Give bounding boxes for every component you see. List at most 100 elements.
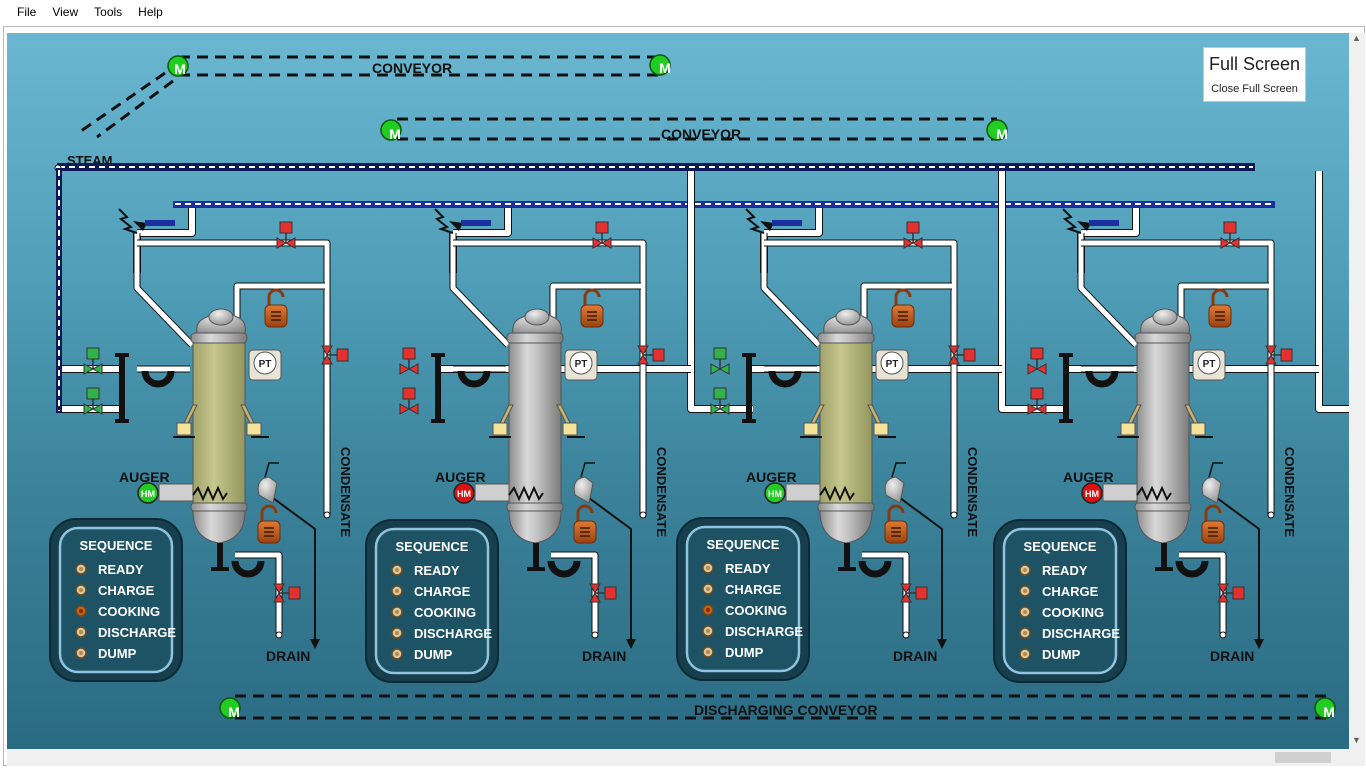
agitator-link: [580, 462, 595, 478]
cooker-vessel[interactable]: [819, 342, 873, 514]
inlet-valve-lower[interactable]: [1027, 387, 1047, 415]
drain-valve[interactable]: [273, 583, 301, 603]
inlet-valve-upper[interactable]: [1027, 347, 1047, 375]
lock-icon[interactable]: [1208, 288, 1232, 328]
sequence-step-label[interactable]: DUMP: [98, 646, 137, 661]
horizontal-scroll-thumb[interactable]: [1275, 752, 1331, 763]
sequence-step-label[interactable]: READY: [725, 561, 771, 576]
sequence-step-label[interactable]: CHARGE: [725, 582, 782, 597]
sequence-step-label[interactable]: COOKING: [98, 604, 160, 619]
bottom-outlet: [217, 543, 223, 571]
sequence-panel-inner: [685, 525, 801, 673]
menu-help[interactable]: Help: [138, 5, 163, 19]
pressure-transmitter-icon[interactable]: PT: [248, 349, 282, 381]
vessel-bottom-dome: [819, 510, 873, 544]
conveyor-mid-motor-right[interactable]: [986, 119, 1008, 141]
inlet-valve-upper[interactable]: [83, 347, 103, 375]
cooker-vessel[interactable]: [192, 342, 246, 514]
pipe: [1179, 552, 1226, 633]
horizontal-scrollbar[interactable]: [7, 749, 1349, 766]
condensate-valve[interactable]: [1265, 345, 1293, 365]
sequence-step-label[interactable]: READY: [414, 563, 460, 578]
sequence-step-label[interactable]: DUMP: [1042, 647, 1081, 662]
inlet-valve-upper[interactable]: [399, 347, 419, 375]
sequence-step-label[interactable]: READY: [98, 562, 144, 577]
close-full-screen-button[interactable]: Close Full Screen: [1211, 83, 1298, 95]
full-screen-button[interactable]: Full Screen: [1208, 54, 1301, 74]
sequence-step-label[interactable]: DISCHARGE: [414, 626, 492, 641]
pipe-outline: [449, 233, 511, 348]
condensate-valve[interactable]: [948, 345, 976, 365]
lock-icon[interactable]: [884, 504, 908, 544]
sequence-step-label[interactable]: DUMP: [414, 647, 453, 662]
auger-motor[interactable]: [137, 482, 159, 504]
sequence-step-label[interactable]: DISCHARGE: [1042, 626, 1120, 641]
sequence-step-label[interactable]: COOKING: [725, 603, 787, 618]
lock-icon[interactable]: [891, 288, 915, 328]
menu-tools[interactable]: Tools: [94, 5, 123, 19]
sequence-step-label[interactable]: DUMP: [725, 645, 764, 660]
vessel-bottom-flange: [817, 502, 875, 512]
pipe: [134, 233, 194, 347]
menu-view[interactable]: View: [52, 5, 79, 19]
drain-line: [895, 494, 943, 645]
indicator-center: [1023, 610, 1027, 614]
inlet-valve-lower[interactable]: [710, 387, 730, 415]
vertical-scrollbar[interactable]: ▲ ▼: [1349, 33, 1365, 749]
discharge-motor-right[interactable]: [1314, 697, 1336, 719]
pressure-transmitter-icon[interactable]: PT: [875, 349, 909, 381]
sequence-step-label[interactable]: COOKING: [414, 605, 476, 620]
lock-icon[interactable]: [580, 288, 604, 328]
scroll-up-icon[interactable]: ▲: [1352, 33, 1361, 43]
auger-motor[interactable]: [453, 482, 475, 504]
pressure-regulator-icon: [745, 208, 765, 234]
sequence-step-label[interactable]: COOKING: [1042, 605, 1104, 620]
indicator-center: [1023, 631, 1027, 635]
vent-valve[interactable]: [276, 221, 296, 249]
auger-screw-icon: [192, 485, 228, 502]
lock-icon[interactable]: [257, 504, 281, 544]
condensate-valve[interactable]: [321, 345, 349, 365]
pressure-transmitter-icon[interactable]: PT: [564, 349, 598, 381]
condensate-valve[interactable]: [637, 345, 665, 365]
steam-trap-icon: [1175, 560, 1209, 578]
discharge-motor-left[interactable]: [219, 697, 241, 719]
pt-dial: [1197, 351, 1221, 375]
drain-label: DRAIN: [1210, 648, 1254, 664]
vent-valve[interactable]: [1220, 221, 1240, 249]
indicator-center: [395, 652, 399, 656]
conveyor-top-motor-right[interactable]: [649, 54, 671, 76]
condensate-end: [950, 511, 958, 519]
conveyor-top-motor-left[interactable]: [167, 55, 189, 77]
lock-icon[interactable]: [1201, 504, 1225, 544]
auger-screw-icon: [508, 485, 544, 502]
vent-valve[interactable]: [592, 221, 612, 249]
menu-file[interactable]: File: [17, 5, 37, 19]
conveyor-mid-motor-left[interactable]: [380, 119, 402, 141]
inlet-valve-upper[interactable]: [710, 347, 730, 375]
drain-valve[interactable]: [1217, 583, 1245, 603]
sequence-step-label[interactable]: DISCHARGE: [725, 624, 803, 639]
auger-motor[interactable]: [764, 482, 786, 504]
inlet-valve-lower[interactable]: [399, 387, 419, 415]
regulator-body: [133, 221, 147, 231]
load-cell-left: [803, 422, 819, 436]
vent-valve[interactable]: [903, 221, 923, 249]
scroll-down-icon[interactable]: ▼: [1352, 735, 1361, 745]
sequence-step-label[interactable]: CHARGE: [1042, 584, 1099, 599]
drain-valve[interactable]: [900, 583, 928, 603]
lock-icon[interactable]: [573, 504, 597, 544]
cooker-vessel[interactable]: [1136, 342, 1190, 514]
inlet-valve-lower[interactable]: [83, 387, 103, 415]
sequence-step-label[interactable]: CHARGE: [414, 584, 471, 599]
lock-icon[interactable]: [264, 288, 288, 328]
cooker-vessel[interactable]: [508, 342, 562, 514]
sequence-step-label[interactable]: READY: [1042, 563, 1088, 578]
auger-motor[interactable]: [1081, 482, 1103, 504]
sequence-step-label[interactable]: DISCHARGE: [98, 625, 176, 640]
sequence-step-label[interactable]: CHARGE: [98, 583, 155, 598]
lock-shackle: [260, 504, 278, 521]
pressure-transmitter-icon[interactable]: PT: [1192, 349, 1226, 381]
drain-valve[interactable]: [589, 583, 617, 603]
